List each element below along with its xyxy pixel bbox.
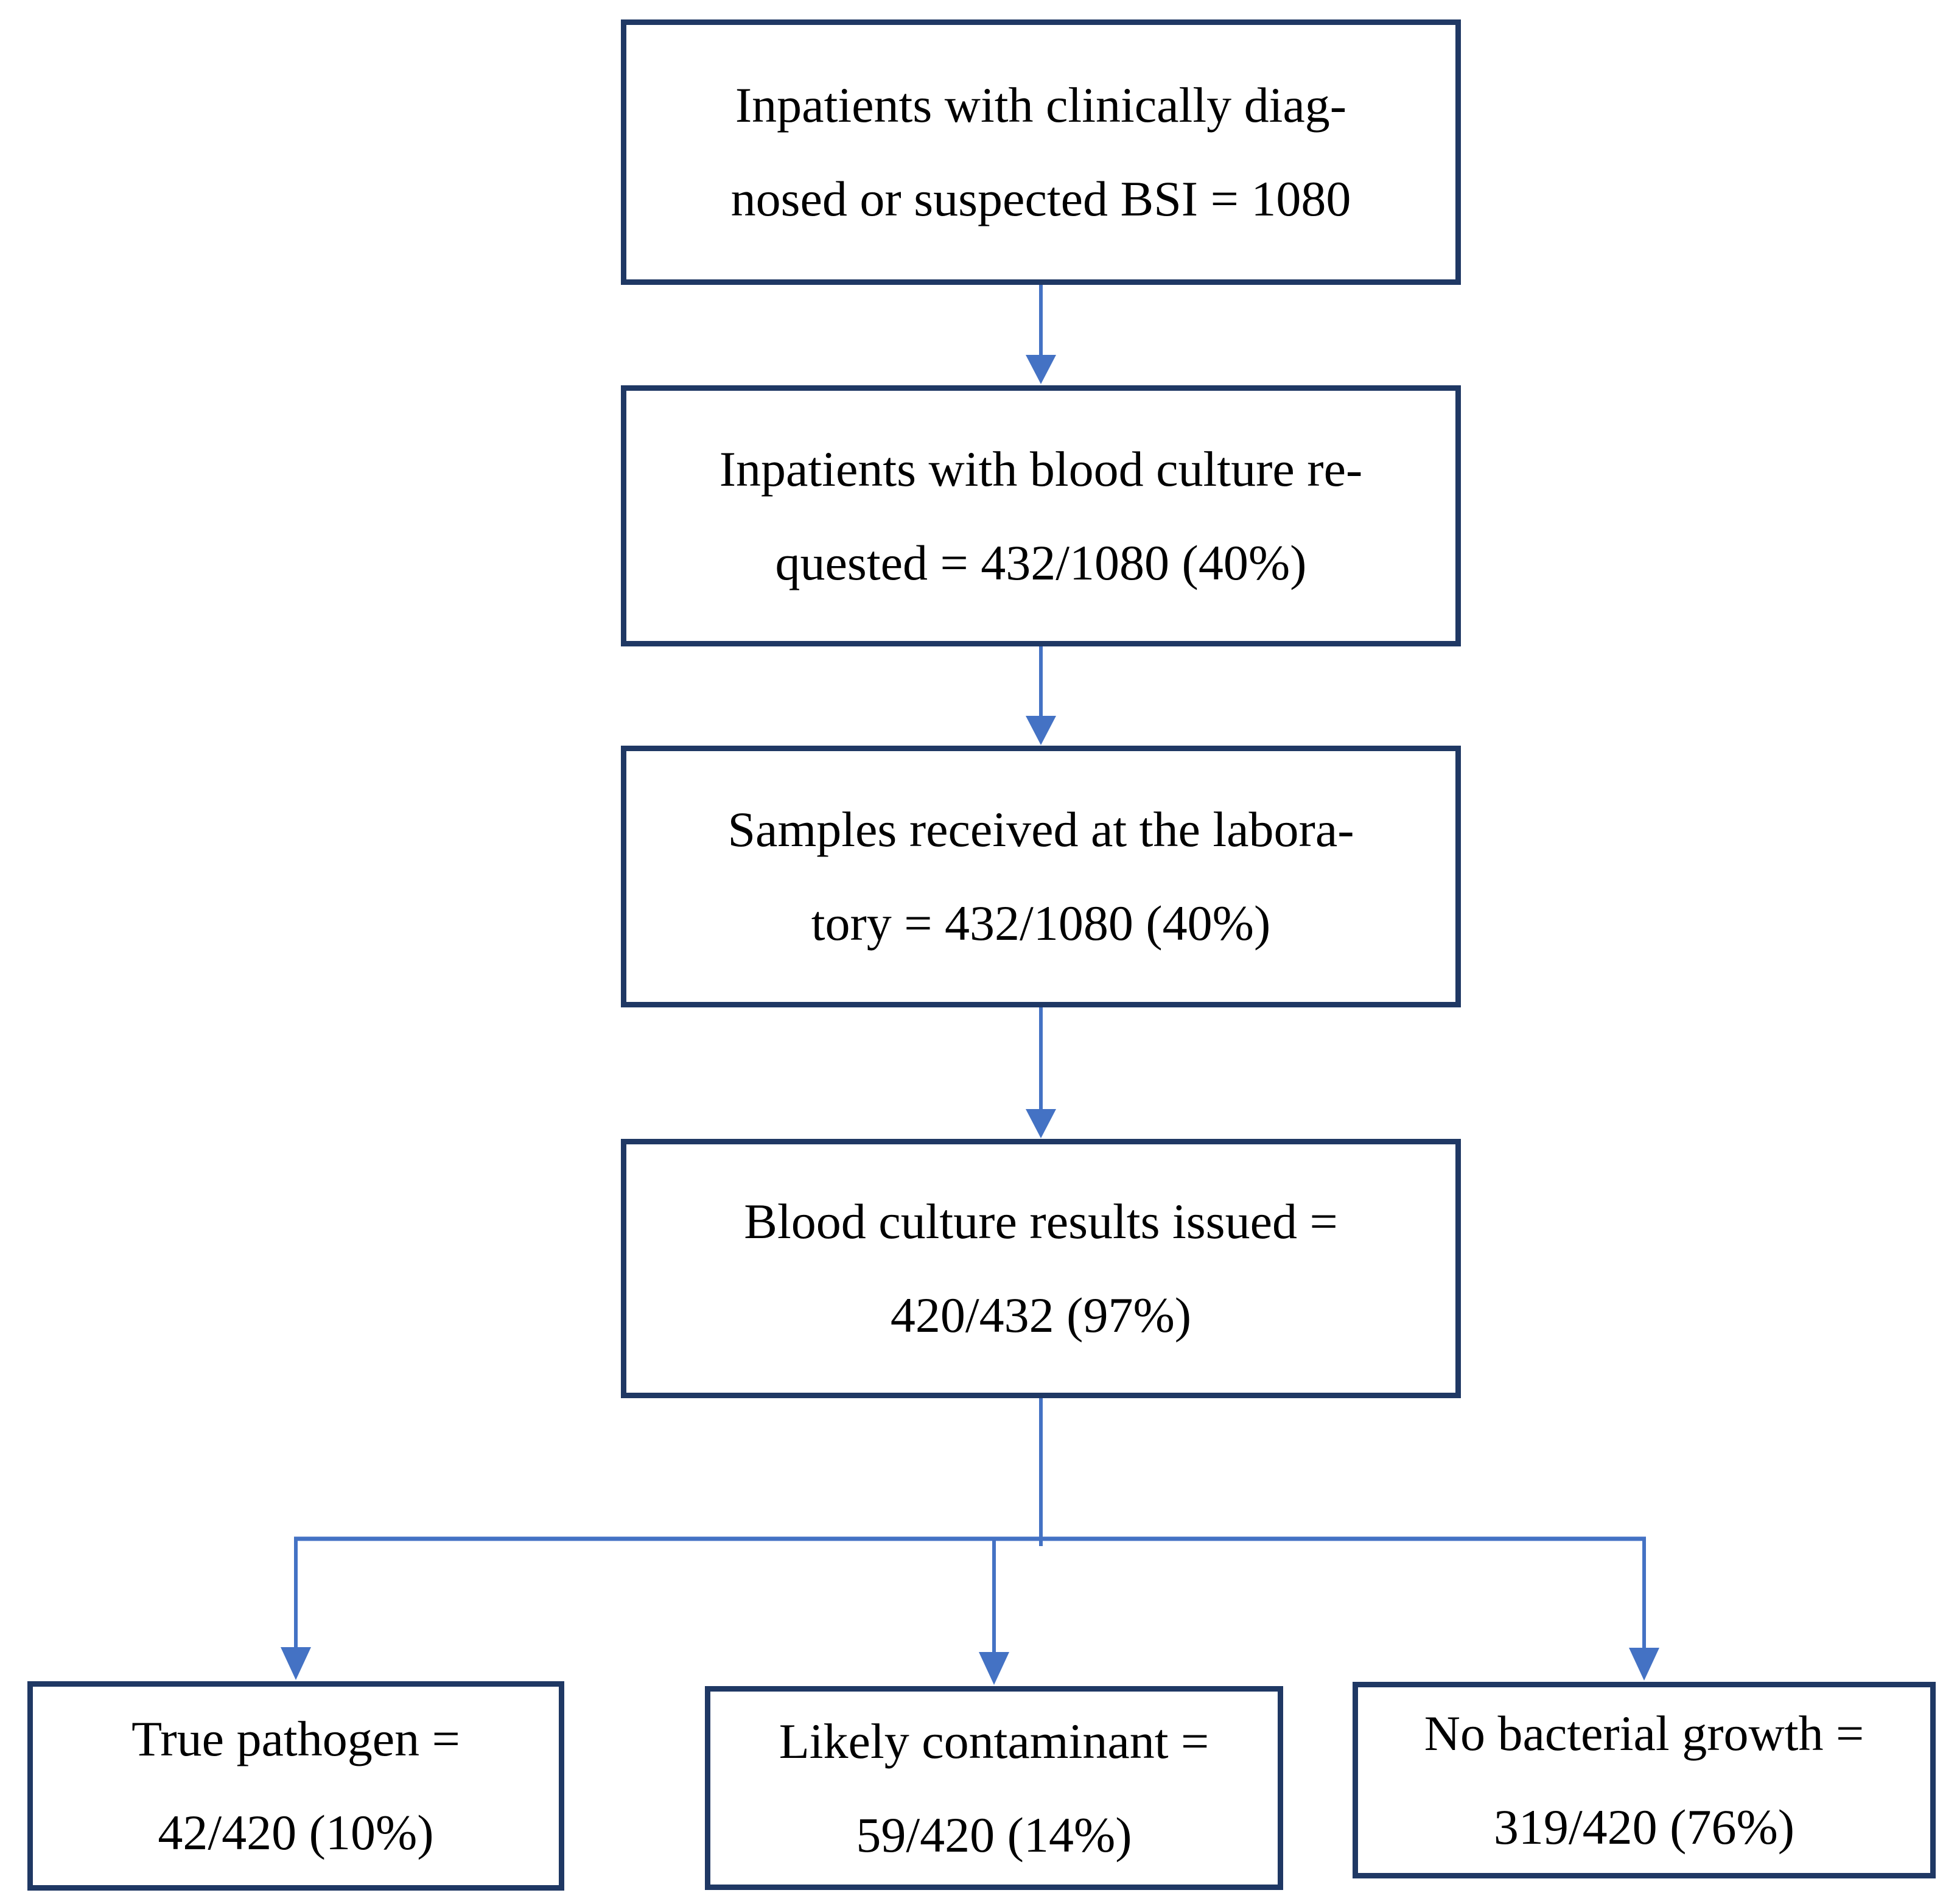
node-blood-culture-requested: Inpatients with blood culture re- queste… (621, 385, 1461, 646)
node-no-bacterial-growth: No bacterial growth = 319/420 (76%) (1353, 1682, 1936, 1878)
arrowhead-to-likely-contaminant (979, 1652, 1009, 1685)
node-text-line: No bacterial growth = (1424, 1705, 1864, 1761)
arrowhead-to-no-growth (1629, 1648, 1659, 1681)
node-text-line: Likely contaminant = (779, 1713, 1210, 1769)
node-likely-contaminant: Likely contaminant = 59/420 (14%) (705, 1686, 1283, 1890)
arrowhead-received-to-issued (1026, 1109, 1056, 1138)
node-text-line: Samples received at the labora- (727, 802, 1354, 857)
node-text-line: tory = 432/1080 (40%) (811, 895, 1271, 951)
arrowhead-bsi-to-requested (1026, 355, 1056, 384)
node-text-line: nosed or suspected BSI = 1080 (730, 171, 1351, 226)
node-text-line: True pathogen = (131, 1711, 460, 1766)
node-bsi-suspected: Inpatients with clinically diag- nosed o… (621, 19, 1461, 285)
node-text-line: 42/420 (10%) (158, 1805, 434, 1860)
node-text-line: Blood culture results issued = (744, 1194, 1338, 1249)
node-text-line: 59/420 (14%) (856, 1807, 1132, 1863)
arrowhead-to-true-pathogen (281, 1647, 311, 1680)
node-results-issued: Blood culture results issued = 420/432 (… (621, 1139, 1461, 1398)
node-text-line: Inpatients with clinically diag- (735, 77, 1347, 133)
node-text-line: 319/420 (76%) (1493, 1799, 1795, 1855)
node-text-line: quested = 432/1080 (40%) (775, 534, 1307, 590)
node-text-line: 420/432 (97%) (890, 1287, 1192, 1343)
node-samples-received: Samples received at the labora- tory = 4… (621, 746, 1461, 1007)
node-true-pathogen: True pathogen = 42/420 (10%) (27, 1681, 564, 1891)
arrowhead-requested-to-received (1026, 716, 1056, 745)
node-text-line: Inpatients with blood culture re- (719, 441, 1363, 497)
